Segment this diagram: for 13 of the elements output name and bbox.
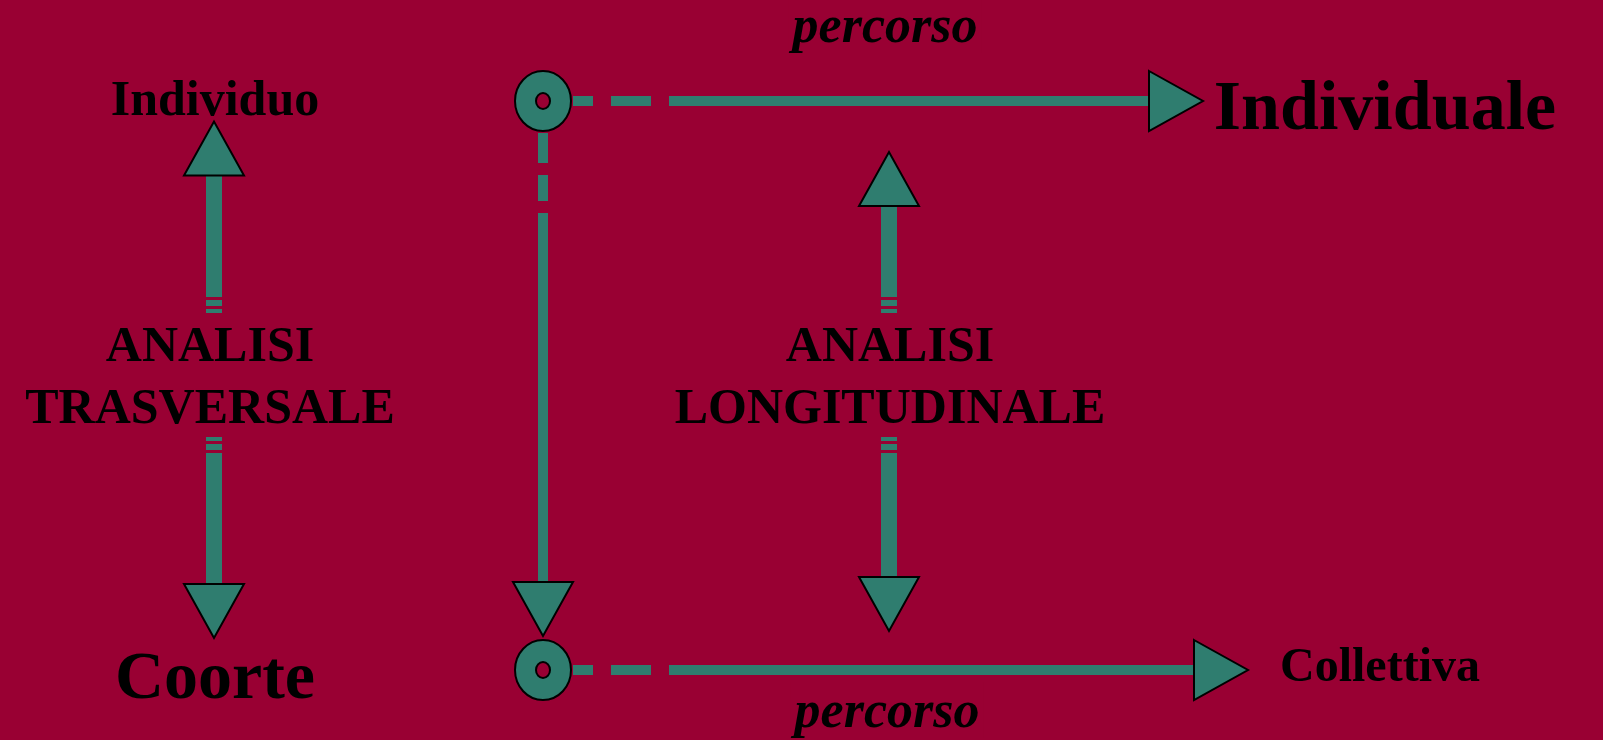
- arrow: [573, 70, 1204, 132]
- arrow: [858, 151, 920, 313]
- node-label: ANALISI LONGITUDINALE: [673, 315, 1107, 436]
- arrow: [183, 120, 245, 313]
- node-label: ANALISI TRASVERSALE: [24, 315, 396, 436]
- node-label: Coorte: [114, 636, 316, 715]
- node-label: Collettiva: [1280, 637, 1480, 693]
- arrow: [573, 639, 1249, 701]
- node-label: Individuo: [110, 68, 320, 128]
- arrow: [858, 437, 920, 632]
- arrow: [512, 133, 574, 637]
- node-label: Individuale: [1213, 65, 1557, 146]
- arrow: [183, 437, 245, 639]
